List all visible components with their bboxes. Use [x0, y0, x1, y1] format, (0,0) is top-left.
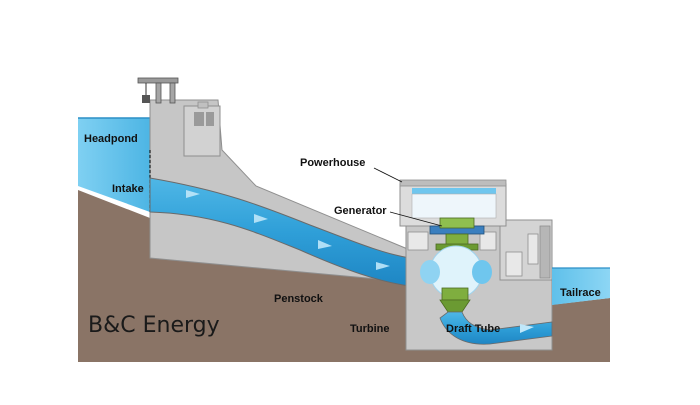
label-headpond: Headpond [84, 133, 138, 145]
draft-tube-arrow [520, 324, 534, 333]
label-intake: Intake [112, 183, 144, 195]
label-generator: Generator [334, 205, 387, 217]
label-powerhouse: Powerhouse [300, 157, 365, 169]
flow-arrows [186, 190, 390, 270]
generator-leader [389, 211, 443, 227]
powerhouse-leader [373, 167, 403, 183]
headpond-water [78, 118, 150, 212]
tailrace-water [552, 268, 610, 305]
brand-watermark: B&C Energy [88, 313, 220, 338]
label-tailrace: Tailrace [560, 287, 601, 299]
label-penstock: Penstock [274, 293, 324, 305]
turbine-runner [439, 287, 471, 313]
label-draft-tube: Draft Tube [446, 323, 500, 335]
label-turbine: Turbine [350, 323, 390, 335]
intake-crane [137, 77, 179, 104]
draft-tube [439, 311, 553, 345]
